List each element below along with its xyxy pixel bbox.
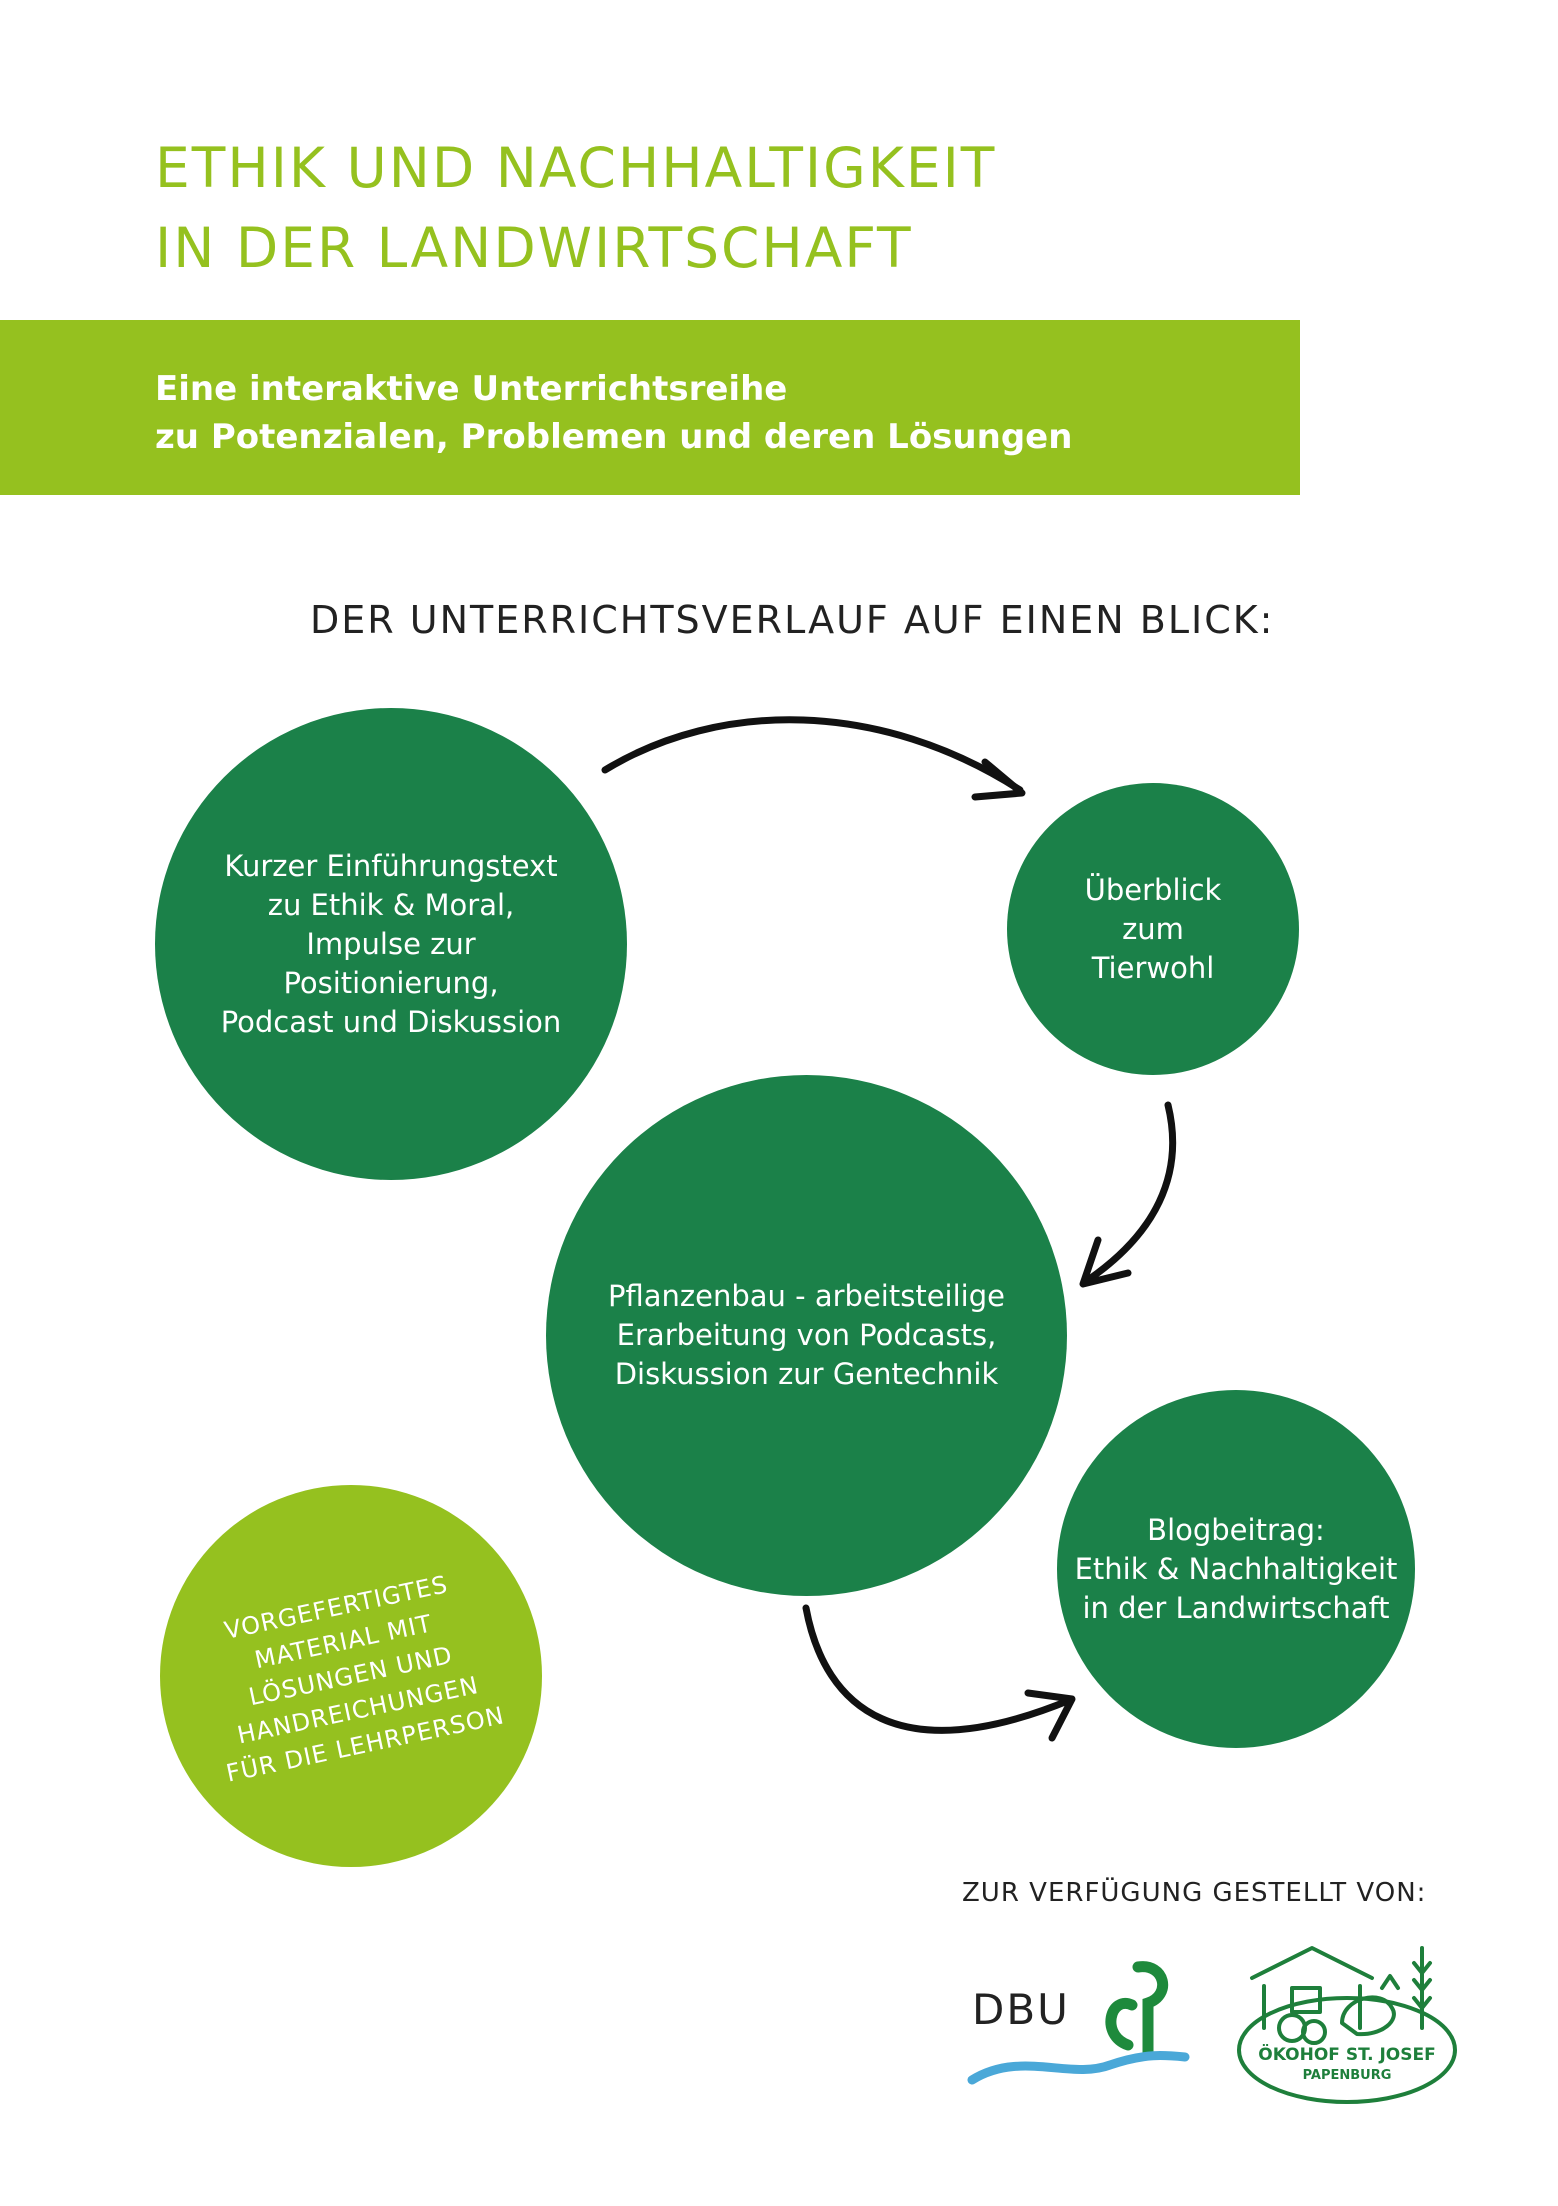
step-intro-circle: Kurzer Einführungstext zu Ethik & Moral,… xyxy=(155,708,627,1180)
step-animal-welfare-line: Überblick xyxy=(1084,872,1222,907)
provided-by-label: ZUR VERFÜGUNG GESTELLT VON: xyxy=(962,1878,1427,1908)
okohof-farm-icon xyxy=(1237,1946,1457,2104)
material-note-circle: VORGEFERTIGTES MATERIAL MIT LÖSUNGEN UND… xyxy=(160,1485,542,1867)
step-intro-text: Kurzer Einführungstext zu Ethik & Moral,… xyxy=(221,847,562,1042)
step-blog-circle: Blogbeitrag: Ethik & Nachhaltigkeit in d… xyxy=(1057,1390,1415,1748)
okohof-place: PAPENBURG xyxy=(1302,2068,1392,2083)
arrow-step2-to-step3 xyxy=(1079,1101,1177,1288)
subtitle-banner: Eine interaktive Unterrichtsreihe zu Pot… xyxy=(0,320,1300,495)
subtitle-line-1: Eine interaktive Unterrichtsreihe xyxy=(155,369,788,409)
dbu-tree-icon xyxy=(967,1961,1190,2085)
step-blog-line: Blogbeitrag: xyxy=(1147,1512,1325,1547)
okohof-logo: ÖKOHOF ST. JOSEF PAPENBURG xyxy=(1232,1928,1462,2108)
okohof-name: ÖKOHOF ST. JOSEF xyxy=(1258,2045,1436,2065)
step-crop-circle: Pflanzenbau - arbeitsteilige Erarbeitung… xyxy=(546,1075,1067,1596)
document-title: ETHIK UND NACHHALTIGKEIT IN DER LANDWIRT… xyxy=(155,128,1255,288)
step-blog-line: in der Landwirtschaft xyxy=(1082,1590,1390,1625)
dbu-logo: DBU xyxy=(960,1955,1200,2095)
step-intro-line: Kurzer Einführungstext xyxy=(224,848,558,883)
step-animal-welfare-line: zum xyxy=(1122,911,1184,946)
step-blog-text: Blogbeitrag: Ethik & Nachhaltigkeit in d… xyxy=(1075,1511,1398,1628)
step-crop-text: Pflanzenbau - arbeitsteilige Erarbeitung… xyxy=(608,1277,1005,1394)
subtitle-text: Eine interaktive Unterrichtsreihe zu Pot… xyxy=(155,365,1072,461)
title-line-2: IN DER LANDWIRTSCHAFT xyxy=(155,216,913,280)
title-line-1: ETHIK UND NACHHALTIGKEIT xyxy=(155,136,997,200)
step-animal-welfare-circle: Überblick zum Tierwohl xyxy=(1007,783,1299,1075)
step-animal-welfare-text: Überblick zum Tierwohl xyxy=(1085,871,1222,988)
step-intro-line: Impulse zur xyxy=(306,926,476,961)
step-crop-line: Pflanzenbau - arbeitsteilige xyxy=(608,1279,1005,1313)
step-intro-line: Podcast und Diskussion xyxy=(220,1004,562,1039)
step-crop-line: Erarbeitung von Podcasts, xyxy=(616,1318,997,1352)
subtitle-line-2: zu Potenzialen, Problemen und deren Lösu… xyxy=(155,417,1073,457)
dbu-logo-text: DBU xyxy=(972,1985,1070,2034)
step-crop-line: Diskussion zur Gentechnik xyxy=(614,1357,999,1391)
step-blog-line: Ethik & Nachhaltigkeit xyxy=(1074,1551,1398,1586)
step-intro-line: Positionierung, xyxy=(283,965,499,1000)
overview-heading: DER UNTERRICHTSVERLAUF AUF EINEN BLICK: xyxy=(310,598,1275,642)
step-animal-welfare-line: Tierwohl xyxy=(1091,950,1215,985)
material-note-text: VORGEFERTIGTES MATERIAL MIT LÖSUNGEN UND… xyxy=(194,1561,508,1791)
arrow-step1-to-step2 xyxy=(601,716,1026,801)
step-intro-line: zu Ethik & Moral, xyxy=(267,887,515,922)
arrow-step3-to-step4 xyxy=(802,1604,1076,1742)
